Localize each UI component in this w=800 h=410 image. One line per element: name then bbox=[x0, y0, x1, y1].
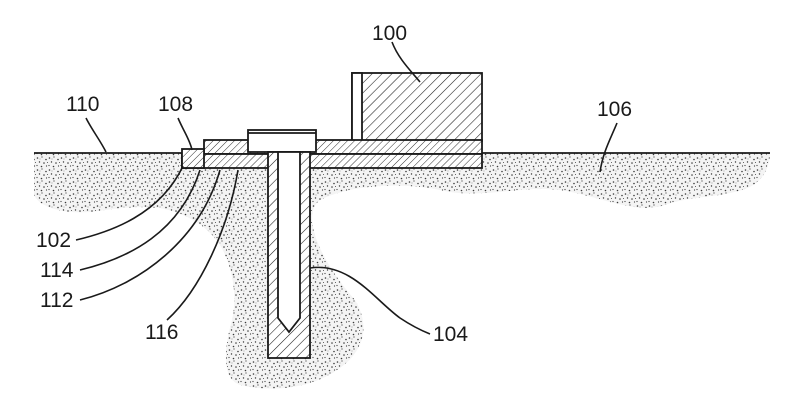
substrate-region bbox=[34, 153, 770, 389]
label-116: 116 bbox=[145, 321, 178, 344]
label-104: 104 bbox=[433, 323, 468, 346]
leader-110 bbox=[85, 117, 107, 153]
label-114: 114 bbox=[40, 259, 74, 282]
leader-102 bbox=[75, 165, 184, 241]
label-100: 100 bbox=[372, 22, 407, 45]
label-106: 106 bbox=[597, 98, 632, 121]
leader-116 bbox=[166, 169, 239, 321]
label-112: 112 bbox=[40, 289, 73, 312]
leader-106 bbox=[599, 122, 618, 173]
label-102: 102 bbox=[36, 229, 71, 252]
label-110: 110 bbox=[66, 93, 99, 116]
leader-100 bbox=[391, 41, 421, 83]
top-plate bbox=[203, 139, 483, 155]
label-108: 108 bbox=[158, 93, 193, 116]
leader-108 bbox=[177, 117, 193, 151]
leader-114 bbox=[79, 169, 201, 271]
leader-112 bbox=[79, 169, 221, 301]
device-body bbox=[351, 72, 483, 142]
leader-104 bbox=[309, 266, 431, 335]
fastener-bore bbox=[277, 151, 301, 334]
bottom-layer bbox=[181, 153, 483, 169]
edge-block bbox=[181, 148, 205, 169]
device-step bbox=[351, 72, 363, 142]
